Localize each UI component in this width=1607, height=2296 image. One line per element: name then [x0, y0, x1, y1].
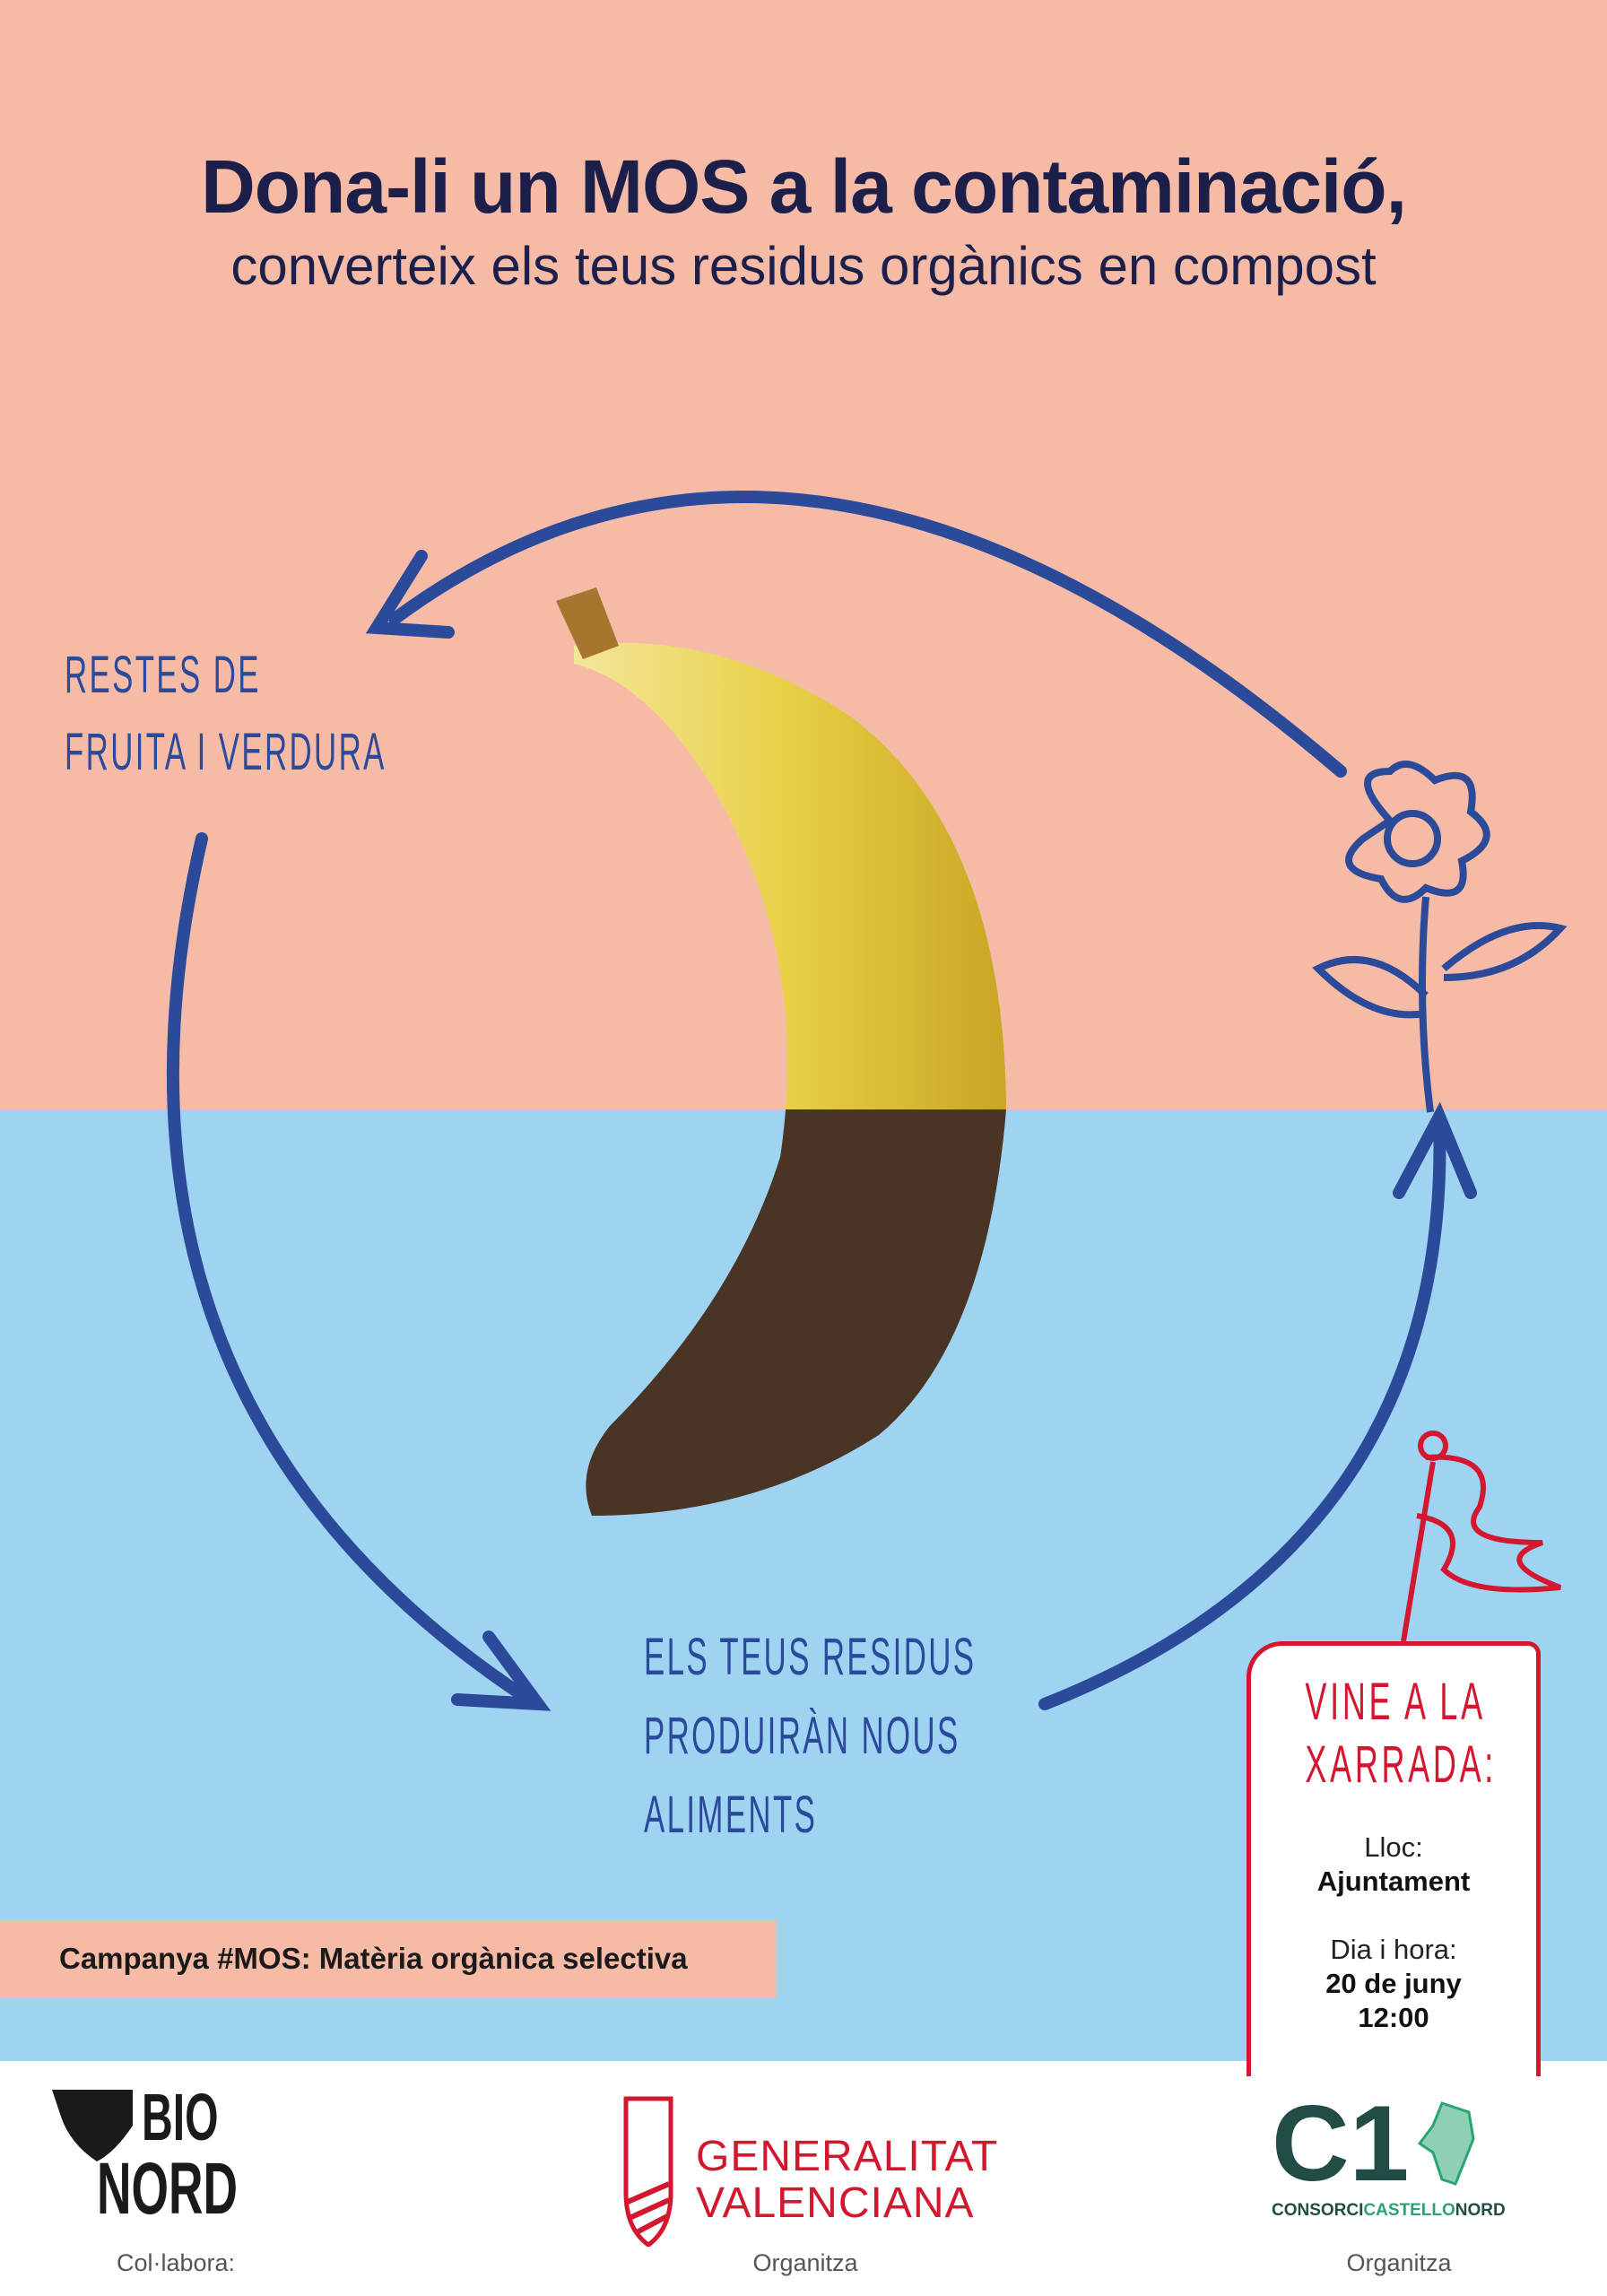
banana-top: [574, 642, 1006, 1109]
flag-icon: [1401, 1431, 1562, 1642]
poster-title: Dona-li un MOS a la contaminació,: [201, 144, 1407, 229]
label-fruit-scraps-1: RESTES DE: [65, 646, 261, 704]
event-box: VINE A LA XARRADA: Lloc: Ajuntament Dia …: [1247, 1641, 1541, 2076]
arrow-top-head-icon: [365, 550, 455, 639]
bionord-caption: Col·labora:: [116, 2249, 236, 2276]
date-label: Dia i hora:: [1330, 1934, 1457, 1965]
poster-subtitle: converteix els teus residus orgànics en …: [230, 236, 1377, 296]
generalitat-shield-icon: [623, 2096, 673, 2248]
arrow-right-arc: [1038, 1115, 1446, 1710]
label-new-food-2: PRODUIRÀN NOUS: [644, 1707, 960, 1765]
consorci-caption: Organitza: [1346, 2249, 1452, 2276]
label-new-food-3: ALIMENTS: [644, 1786, 818, 1844]
campaign-banner: Campanya #MOS: Matèria orgànica selectiv…: [0, 1920, 777, 1997]
arrow-left-head-icon: [451, 1631, 552, 1711]
castello-map-icon: [1417, 2101, 1475, 2186]
place-label: Lloc:: [1364, 1831, 1423, 1863]
bionord-mark-icon: [52, 2090, 133, 2161]
footer-background: [0, 2061, 1607, 2296]
arrow-top-arc: [388, 491, 1347, 778]
generalitat-caption: Organitza: [752, 2249, 858, 2276]
generalitat-logo: GENERALITAT VALENCIANA: [617, 2094, 997, 2251]
event-heading-1: VINE A LA: [1305, 1673, 1486, 1731]
campaign-text: Campanya #MOS: Matèria orgànica selectiv…: [59, 1942, 688, 1975]
banana-stem: [556, 587, 619, 659]
label-fruit-scraps-2: FRUITA I VERDURA: [65, 723, 387, 781]
arrow-left-arc: [166, 832, 535, 1706]
event-heading-2: XARRADA:: [1305, 1735, 1498, 1794]
label-new-food-1: ELS TEUS RESIDUS: [644, 1628, 977, 1686]
time-value: 12:00: [1358, 2002, 1429, 2033]
arrow-right-head-icon: [1393, 1101, 1477, 1199]
banana-compost: [586, 1109, 1006, 1516]
flower-icon: [1312, 761, 1568, 1113]
place-value: Ajuntament: [1316, 1866, 1471, 1897]
date-value: 20 de juny: [1325, 1968, 1462, 1999]
